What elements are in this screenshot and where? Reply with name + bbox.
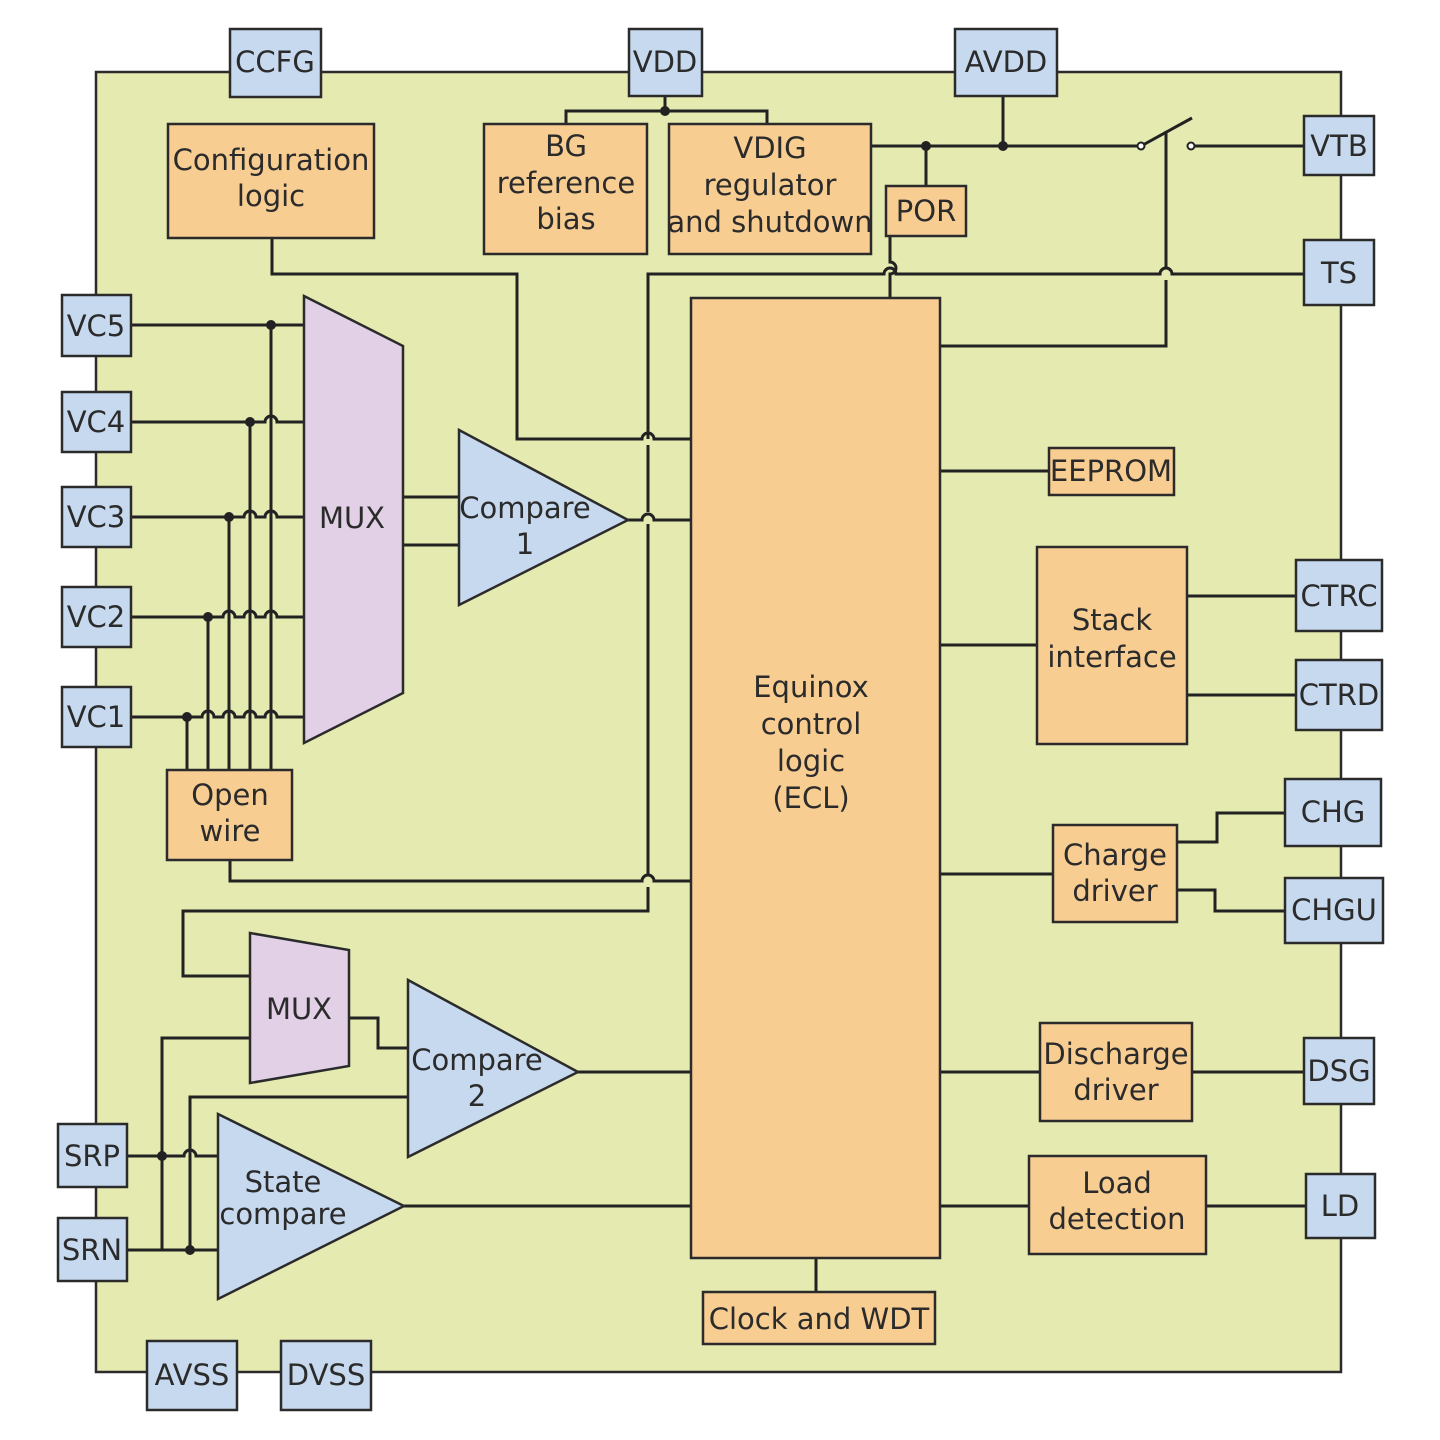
pin-vdd: VDD — [627, 27, 704, 98]
pin-chg: CHG — [1283, 777, 1383, 848]
eeprom-block: EEPROM — [1047, 446, 1176, 497]
svg-text:bias: bias — [536, 202, 595, 236]
svg-text:AVDD: AVDD — [965, 45, 1047, 79]
svg-text:2: 2 — [468, 1079, 486, 1113]
pin-vc2: VC2 — [60, 585, 133, 649]
svg-text:Discharge: Discharge — [1043, 1037, 1188, 1071]
pin-vtb: VTB — [1302, 114, 1376, 177]
pin-vc4: VC4 — [60, 390, 133, 454]
pin-ccfg: CCFG — [228, 27, 323, 99]
pin-dsg: DSG — [1302, 1036, 1376, 1106]
svg-text:DSG: DSG — [1307, 1054, 1370, 1088]
svg-text:driver: driver — [1072, 874, 1157, 908]
svg-text:MUX: MUX — [319, 501, 385, 535]
open-wire-block: Open wire — [165, 768, 294, 862]
pin-vc3: VC3 — [60, 485, 133, 549]
svg-text:VC2: VC2 — [67, 600, 126, 634]
mux-1: MUX — [302, 293, 405, 746]
svg-text:wire: wire — [200, 814, 261, 848]
svg-text:VC3: VC3 — [67, 500, 126, 534]
ecl-block: Equinox control logic (ECL) — [689, 296, 942, 1260]
svg-text:1: 1 — [516, 527, 534, 561]
por-block: POR — [884, 184, 968, 238]
clock-wdt-block: Clock and WDT — [701, 1290, 937, 1346]
svg-text:VC5: VC5 — [67, 309, 126, 343]
svg-text:AVSS: AVSS — [155, 1358, 230, 1392]
svg-text:Compare: Compare — [459, 491, 591, 525]
svg-text:(ECL): (ECL) — [772, 781, 849, 815]
pin-ts: TS — [1302, 238, 1376, 307]
svg-text:BG: BG — [545, 129, 587, 163]
svg-text:driver: driver — [1073, 1073, 1158, 1107]
mux-2: MUX — [248, 931, 351, 1085]
svg-text:State: State — [245, 1165, 322, 1199]
svg-text:CHGU: CHGU — [1291, 893, 1377, 927]
pin-vc5: VC5 — [60, 293, 133, 358]
svg-text:Load: Load — [1082, 1166, 1152, 1200]
svg-text:Open: Open — [191, 778, 268, 812]
pin-ctrc: CTRC — [1294, 558, 1384, 633]
svg-text:VTB: VTB — [1310, 129, 1367, 163]
svg-text:and shutdown: and shutdown — [667, 205, 872, 239]
pins: CCFG VDD AVDD VTB TS VC5 VC4 VC3 — [56, 27, 1385, 1412]
svg-text:Stack: Stack — [1072, 603, 1152, 637]
charge-driver-block: Charge driver — [1051, 823, 1179, 924]
svg-text:reference: reference — [497, 166, 635, 200]
svg-text:SRN: SRN — [62, 1233, 122, 1267]
svg-text:detection: detection — [1049, 1202, 1186, 1236]
svg-text:POR: POR — [896, 194, 956, 228]
pin-chgu: CHGU — [1283, 876, 1385, 945]
svg-text:SRP: SRP — [64, 1139, 120, 1173]
svg-text:regulator: regulator — [704, 168, 837, 202]
vdig-regulator-block: VDIG regulator and shutdown — [667, 122, 873, 256]
svg-text:logic: logic — [237, 179, 305, 213]
svg-text:LD: LD — [1321, 1189, 1360, 1223]
svg-text:CCFG: CCFG — [235, 45, 315, 79]
svg-text:control: control — [761, 707, 862, 741]
svg-text:logic: logic — [777, 744, 845, 778]
pin-vc1: VC1 — [60, 685, 133, 749]
svg-text:Clock and WDT: Clock and WDT — [709, 1302, 930, 1336]
svg-text:VC4: VC4 — [67, 405, 126, 439]
svg-text:EEPROM: EEPROM — [1050, 454, 1172, 488]
stack-interface-block: Stack interface — [1035, 545, 1189, 746]
svg-text:Equinox: Equinox — [753, 670, 869, 704]
pin-avss: AVSS — [145, 1339, 239, 1412]
svg-text:CTRC: CTRC — [1301, 579, 1378, 613]
state-compare: State compare — [216, 1111, 407, 1302]
svg-text:MUX: MUX — [266, 992, 332, 1026]
pin-avdd: AVDD — [953, 27, 1059, 98]
svg-text:DVSS: DVSS — [287, 1358, 365, 1392]
svg-text:CTRD: CTRD — [1299, 678, 1379, 712]
pin-srp: SRP — [56, 1122, 129, 1189]
load-detection-block: Load detection — [1027, 1154, 1208, 1256]
svg-text:interface: interface — [1047, 640, 1176, 674]
bg-reference-bias-block: BG reference bias — [482, 122, 649, 256]
compare-2: Compare 2 — [406, 977, 581, 1160]
svg-text:VDIG: VDIG — [733, 131, 806, 165]
pin-ctrd: CTRD — [1294, 658, 1384, 732]
svg-text:Compare: Compare — [411, 1043, 543, 1077]
configuration-logic-block: Configuration logic — [166, 122, 376, 240]
svg-text:Charge: Charge — [1063, 838, 1167, 872]
svg-text:TS: TS — [1320, 256, 1357, 290]
pin-dvss: DVSS — [279, 1339, 373, 1412]
junction-dots — [157, 106, 1196, 1255]
discharge-driver-block: Discharge driver — [1038, 1021, 1194, 1123]
svg-text:VDD: VDD — [633, 45, 698, 79]
svg-text:CHG: CHG — [1301, 795, 1366, 829]
svg-text:Configuration: Configuration — [173, 143, 370, 177]
pin-ld: LD — [1304, 1172, 1377, 1240]
svg-text:compare: compare — [219, 1197, 346, 1231]
svg-text:VC1: VC1 — [67, 700, 126, 734]
pin-srn: SRN — [56, 1216, 129, 1283]
compare-1: Compare 1 — [457, 427, 631, 608]
